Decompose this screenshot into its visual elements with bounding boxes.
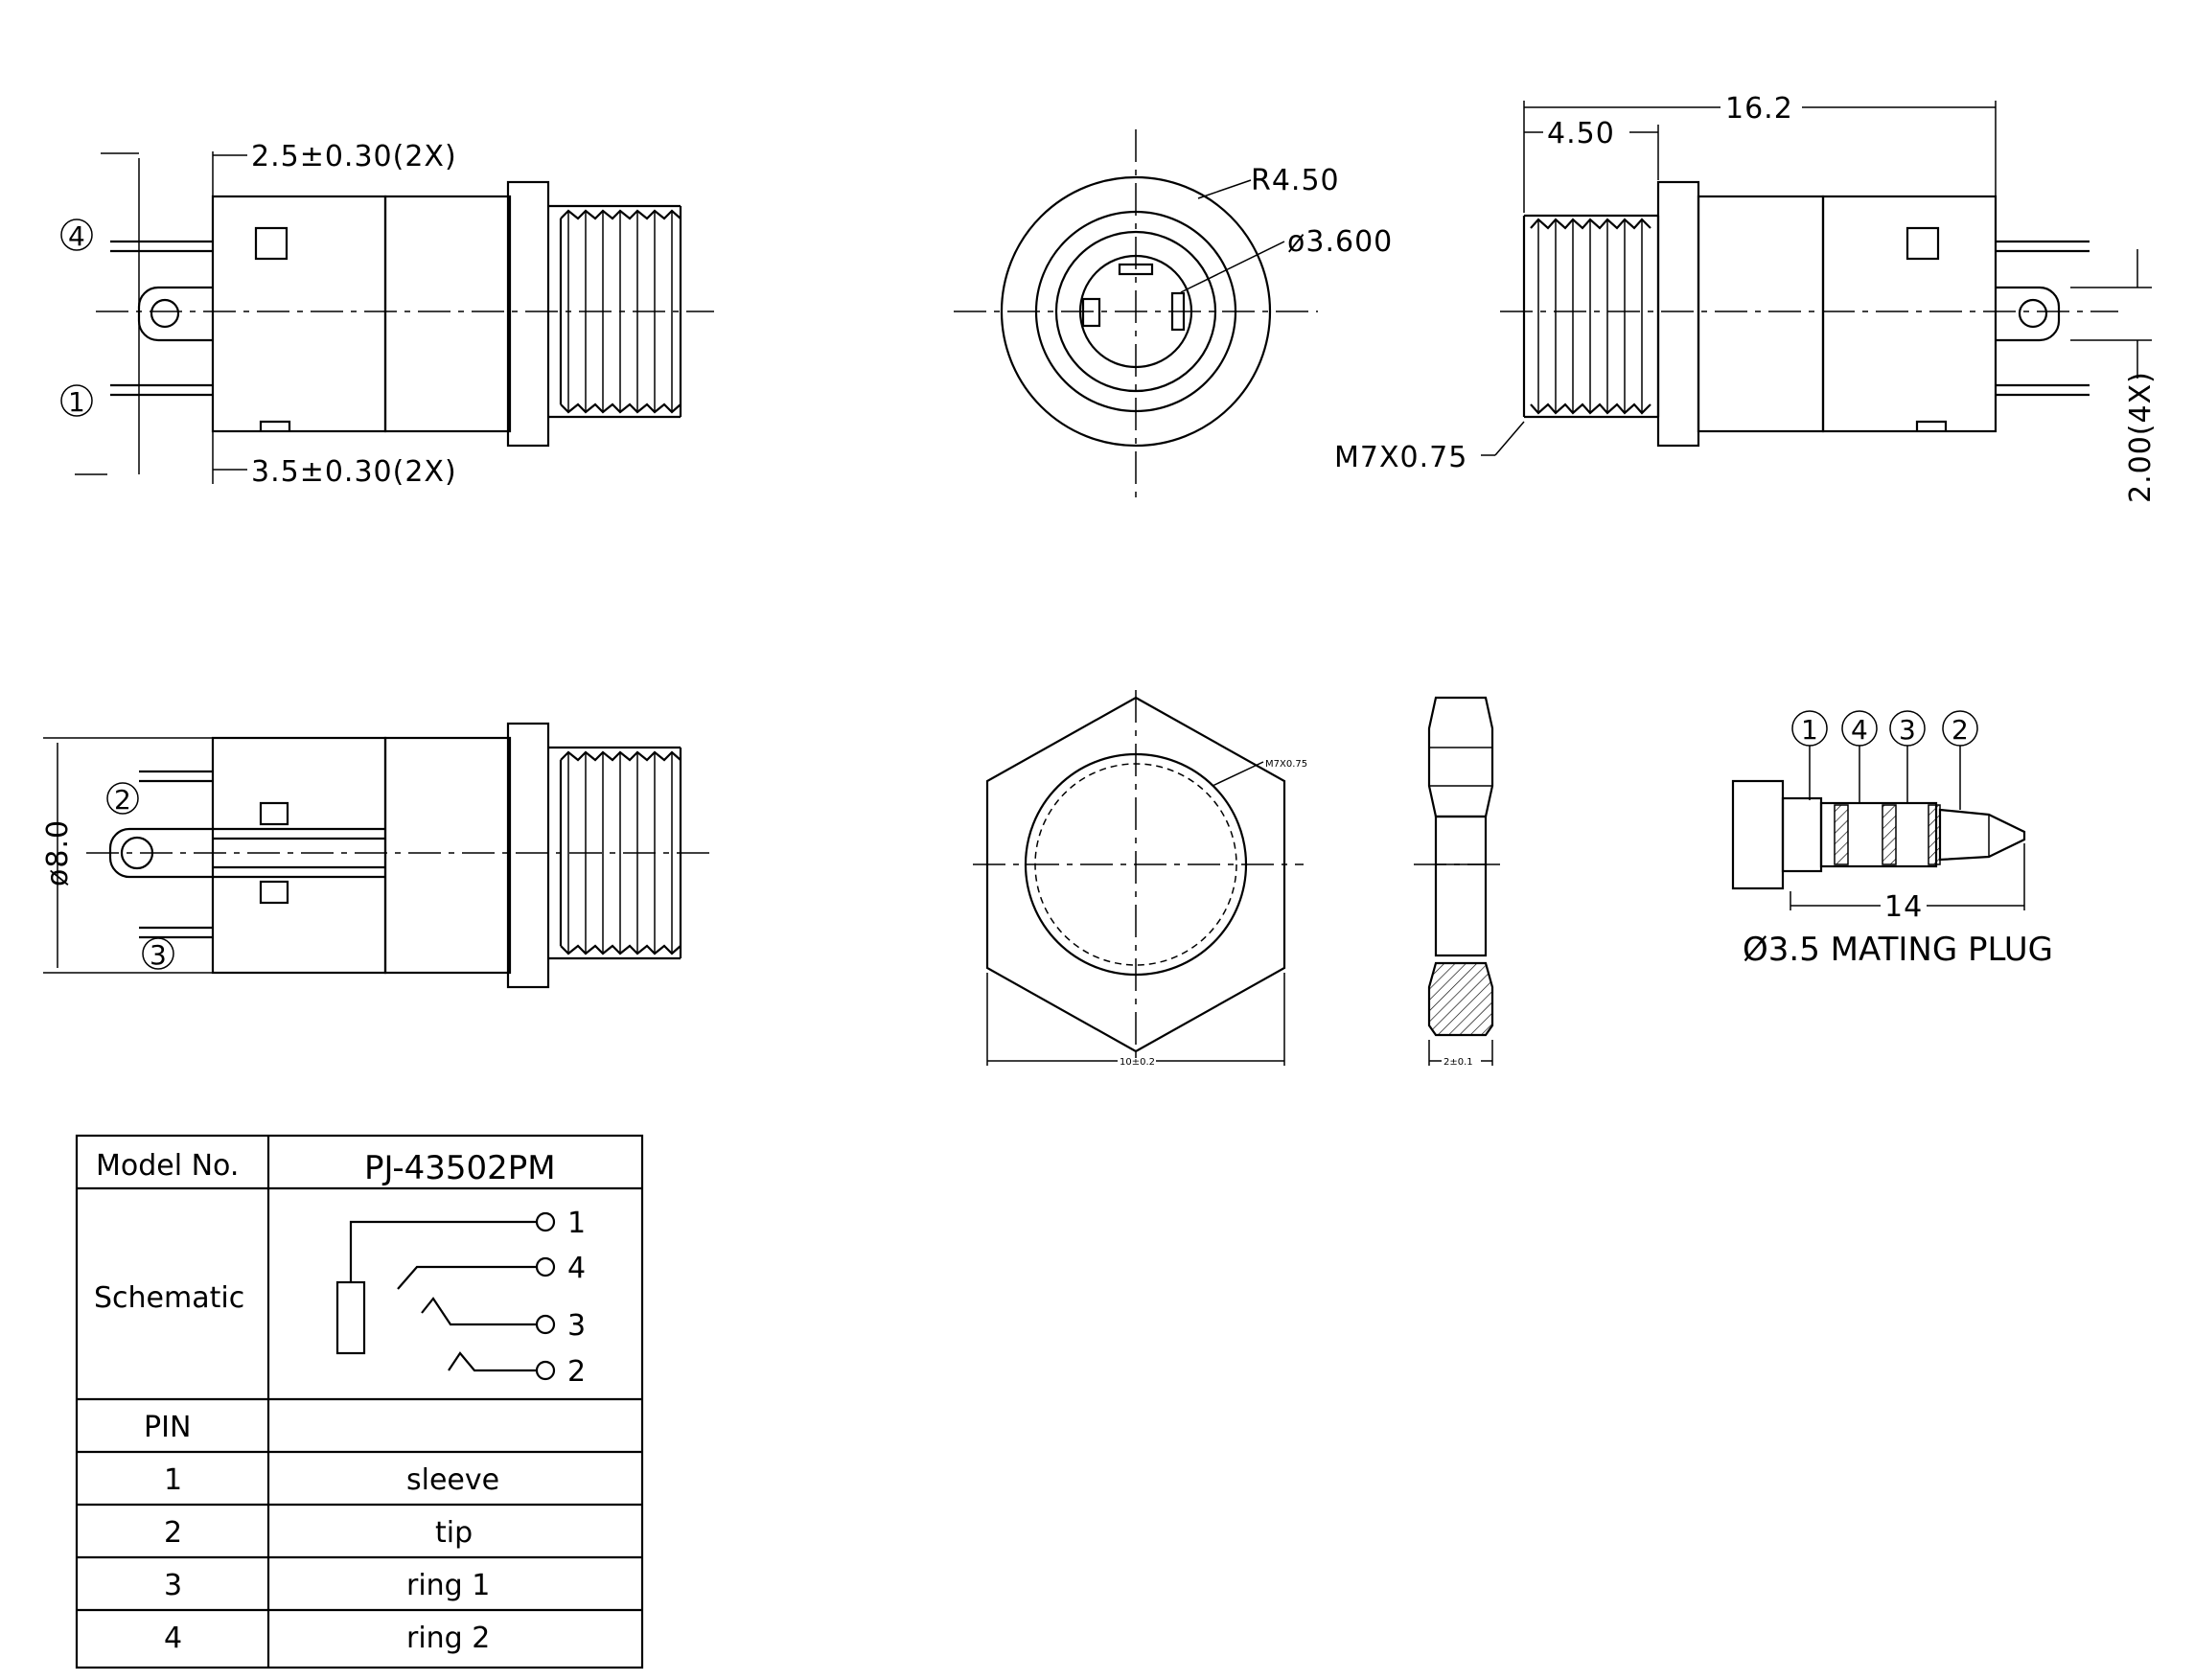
pin-length-top-label: 2.5±0.30(2X) (251, 140, 457, 173)
plug-callout-3: 3 (1899, 714, 1916, 746)
plug-caption: Ø3.5 MATING PLUG (1743, 931, 2053, 969)
callout-pin-1: 1 (68, 386, 85, 418)
nut-width-label: 10±0.2 (1120, 1057, 1155, 1068)
hex-nut-side-view: 2±0.1 (1414, 696, 1505, 1068)
bore-diameter-label: ø3.600 (1287, 225, 1393, 259)
side-view-top-left: 2.5±0.30(2X) 3.5±0.30(2X) 4 1 (60, 140, 714, 489)
plug-callout-4: 4 (1851, 714, 1868, 746)
table-row-pin: 3 (164, 1569, 182, 1602)
pin-header: PIN (144, 1411, 191, 1444)
model-label: Model No. (96, 1149, 239, 1183)
plug-callout-1: 1 (1801, 714, 1818, 746)
schematic-pin-1: 1 (567, 1207, 586, 1240)
body-diameter-label: ø8.0 (41, 819, 75, 886)
table-row-pin: 4 (164, 1622, 182, 1655)
nut-thread-label: M7X0.75 (1265, 759, 1307, 770)
side-view-top-right: 16.2 4.50 M7X0.75 2.00(4X) (1334, 92, 2158, 503)
table-row-name: ring 2 (406, 1622, 490, 1655)
table-row-name: sleeve (406, 1463, 499, 1497)
side-view-bottom-left: ø8.0 2 3 (41, 722, 714, 989)
overall-length-label: 16.2 (1725, 92, 1793, 126)
plug-length-label: 14 (1884, 890, 1923, 924)
front-view-circles: R4.50 ø3.600 (954, 129, 1393, 498)
hex-nut-front-view: M7X0.75 10±0.2 (973, 690, 1307, 1068)
schematic-pin-3: 3 (567, 1309, 586, 1343)
callout-pin-2: 2 (114, 784, 131, 816)
mating-plug-view: 14 Ø3.5 MATING PLUG 1 4 3 2 (1731, 710, 2053, 969)
model-value: PJ-43502PM (364, 1149, 556, 1187)
schematic-diagram: 1 4 3 2 (335, 1207, 586, 1389)
schematic-pin-4: 4 (567, 1252, 586, 1285)
callout-pin-3: 3 (150, 939, 167, 971)
pin-pitch-label: 2.00(4X) (2124, 371, 2158, 503)
table-row-name: tip (435, 1516, 473, 1550)
radius-label: R4.50 (1251, 164, 1340, 197)
schematic-label: Schematic (94, 1281, 244, 1315)
spec-table: Model No. PJ-43502PM Schematic 1 4 3 2 P… (75, 1134, 644, 1669)
table-row-pin: 1 (164, 1463, 182, 1497)
callout-pin-4: 4 (68, 220, 85, 252)
table-row-name: ring 1 (406, 1569, 490, 1602)
schematic-pin-2: 2 (567, 1355, 586, 1389)
plug-callout-2: 2 (1952, 714, 1969, 746)
nut-thickness-label: 2±0.1 (1443, 1057, 1473, 1068)
thread-spec-label: M7X0.75 (1334, 441, 1467, 474)
pin-length-bottom-label: 3.5±0.30(2X) (251, 455, 457, 489)
table-row-pin: 2 (164, 1516, 182, 1550)
thread-length-label: 4.50 (1547, 117, 1615, 150)
